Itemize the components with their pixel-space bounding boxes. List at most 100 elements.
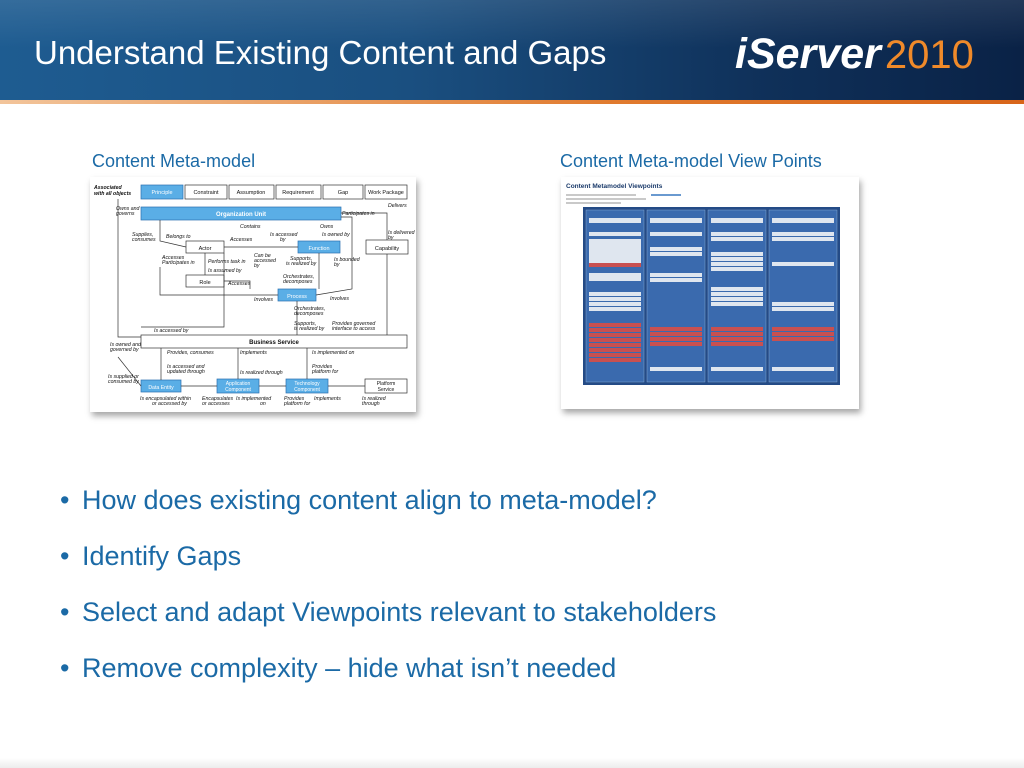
bullet-text: How does existing content align to meta-…	[82, 485, 657, 515]
bullet-text: Select and adapt Viewpoints relevant to …	[82, 597, 717, 627]
right-figure-caption: Content Meta-model View Points	[560, 151, 822, 171]
bullet-marker: •	[60, 653, 70, 683]
svg-text:Function: Function	[308, 246, 329, 252]
bullet-marker: •	[60, 597, 70, 627]
slide-footer-shade	[0, 758, 1024, 768]
svg-text:Is implemented on: Is implemented on	[312, 350, 355, 356]
viewpoints-figure: Content Metamodel Viewpoints	[561, 177, 859, 409]
svg-text:decomposes: decomposes	[294, 311, 324, 317]
slide-header	[0, 0, 1024, 100]
svg-text:Accesses: Accesses	[227, 281, 251, 287]
svg-text:Contains: Contains	[240, 224, 261, 230]
bullet-item: • Select and adapt Viewpoints relevant to…	[60, 587, 1000, 643]
svg-text:Supports,: Supports,	[290, 256, 312, 262]
svg-text:Is assumed by: Is assumed by	[208, 268, 242, 274]
svg-text:decomposes: decomposes	[283, 279, 313, 285]
svg-text:or accessed by: or accessed by	[152, 401, 187, 407]
svg-text:Orchestrates,: Orchestrates,	[283, 274, 314, 280]
svg-text:Role: Role	[199, 280, 210, 286]
svg-text:Associated: Associated	[93, 185, 123, 191]
bullet-item: • How does existing content align to meta…	[60, 475, 1000, 531]
bullet-marker: •	[60, 541, 70, 571]
svg-text:platform for: platform for	[311, 369, 339, 375]
svg-text:Capability: Capability	[375, 246, 399, 252]
svg-text:Participates in: Participates in	[162, 260, 195, 266]
brand-name: iServer	[735, 30, 881, 78]
svg-text:updated through: updated through	[167, 369, 205, 375]
svg-text:Is bounded: Is bounded	[334, 257, 361, 263]
bullet-text: Identify Gaps	[82, 541, 242, 571]
header-accent-line	[0, 100, 1024, 104]
svg-text:Is accessed by: Is accessed by	[154, 328, 189, 334]
bullet-list: • How does existing content align to meta…	[60, 475, 1000, 699]
svg-text:Accesses: Accesses	[161, 255, 185, 261]
svg-text:Component: Component	[294, 387, 320, 393]
svg-text:Data Entity: Data Entity	[148, 385, 174, 391]
svg-text:Owns and: Owns and	[116, 206, 140, 212]
svg-text:with all objects: with all objects	[94, 191, 131, 197]
svg-text:by: by	[388, 235, 394, 241]
svg-text:Encapsulates: Encapsulates	[202, 396, 234, 402]
svg-text:Supplies,: Supplies,	[132, 232, 153, 238]
svg-text:Involves: Involves	[254, 297, 273, 303]
left-figure-caption: Content Meta-model	[92, 151, 256, 171]
svg-text:Business Service: Business Service	[249, 340, 299, 346]
svg-text:Owns: Owns	[320, 224, 334, 230]
bullet-text: Remove complexity – hide what isn’t need…	[82, 653, 617, 683]
svg-text:by: by	[254, 263, 260, 269]
svg-text:Is owned and: Is owned and	[110, 342, 142, 348]
svg-text:Is accessed: Is accessed	[270, 232, 299, 238]
svg-text:Component: Component	[225, 387, 251, 393]
svg-text:by: by	[334, 262, 340, 268]
svg-text:Is supplied or: Is supplied or	[108, 374, 139, 380]
svg-text:Provides, consumes: Provides, consumes	[167, 350, 214, 356]
svg-text:Organization Unit: Organization Unit	[216, 212, 266, 218]
svg-text:Is implemented: Is implemented	[236, 396, 272, 402]
svg-text:Implements: Implements	[240, 350, 267, 356]
content-metamodel-diagram: Associated with all objects Principle Co…	[93, 184, 416, 407]
svg-text:Can be: Can be	[254, 253, 271, 259]
bullet-item: • Identify Gaps	[60, 531, 1000, 587]
svg-text:platform for: platform for	[283, 401, 311, 407]
svg-text:Involves: Involves	[330, 296, 349, 302]
content-metamodel-figure: Associated with all objects Principle Co…	[90, 177, 416, 412]
svg-text:Is accessed and: Is accessed and	[167, 364, 206, 370]
svg-text:accessed: accessed	[254, 258, 277, 264]
svg-text:Is owned by: Is owned by	[322, 232, 350, 238]
svg-text:Belongs to: Belongs to	[166, 234, 191, 240]
svg-text:through: through	[362, 401, 380, 407]
svg-text:Principle: Principle	[151, 190, 172, 196]
svg-text:governs: governs	[116, 211, 135, 217]
svg-text:Process: Process	[287, 294, 307, 300]
bullet-item: • Remove complexity – hide what isn’t nee…	[60, 643, 1000, 699]
svg-text:Constraint: Constraint	[193, 190, 219, 196]
svg-text:consumes: consumes	[132, 237, 156, 243]
viewpoints-title: Content Metamodel Viewpoints	[566, 183, 663, 190]
svg-text:Actor: Actor	[199, 246, 212, 252]
svg-text:Orchestrates,: Orchestrates,	[294, 306, 325, 312]
svg-text:Application: Application	[226, 381, 251, 387]
svg-text:Assumption: Assumption	[237, 190, 266, 196]
svg-text:on: on	[260, 401, 266, 407]
svg-text:governed by: governed by	[110, 347, 139, 353]
svg-text:Is delivered: Is delivered	[388, 230, 416, 236]
header-glow	[0, 0, 1024, 48]
svg-text:by: by	[280, 237, 286, 243]
svg-text:Provides governed: Provides governed	[332, 321, 376, 327]
svg-text:Supports,: Supports,	[294, 321, 316, 327]
brand-year: 2010	[884, 33, 974, 77]
svg-text:Technology: Technology	[294, 381, 320, 387]
svg-text:interface to access: interface to access	[332, 326, 376, 332]
bullet-marker: •	[60, 485, 70, 515]
slide-title: Understand Existing Content and Gaps	[34, 34, 607, 71]
svg-text:Performs task in: Performs task in	[208, 259, 246, 265]
svg-text:or accesses: or accesses	[202, 401, 230, 407]
svg-text:Work Package: Work Package	[368, 190, 404, 196]
svg-text:Gap: Gap	[338, 190, 348, 196]
svg-text:Delivers: Delivers	[388, 203, 407, 209]
svg-text:Participates in: Participates in	[342, 211, 375, 217]
svg-text:Service: Service	[378, 387, 395, 393]
svg-text:Accesses: Accesses	[229, 237, 253, 243]
svg-text:Provides: Provides	[284, 396, 305, 402]
